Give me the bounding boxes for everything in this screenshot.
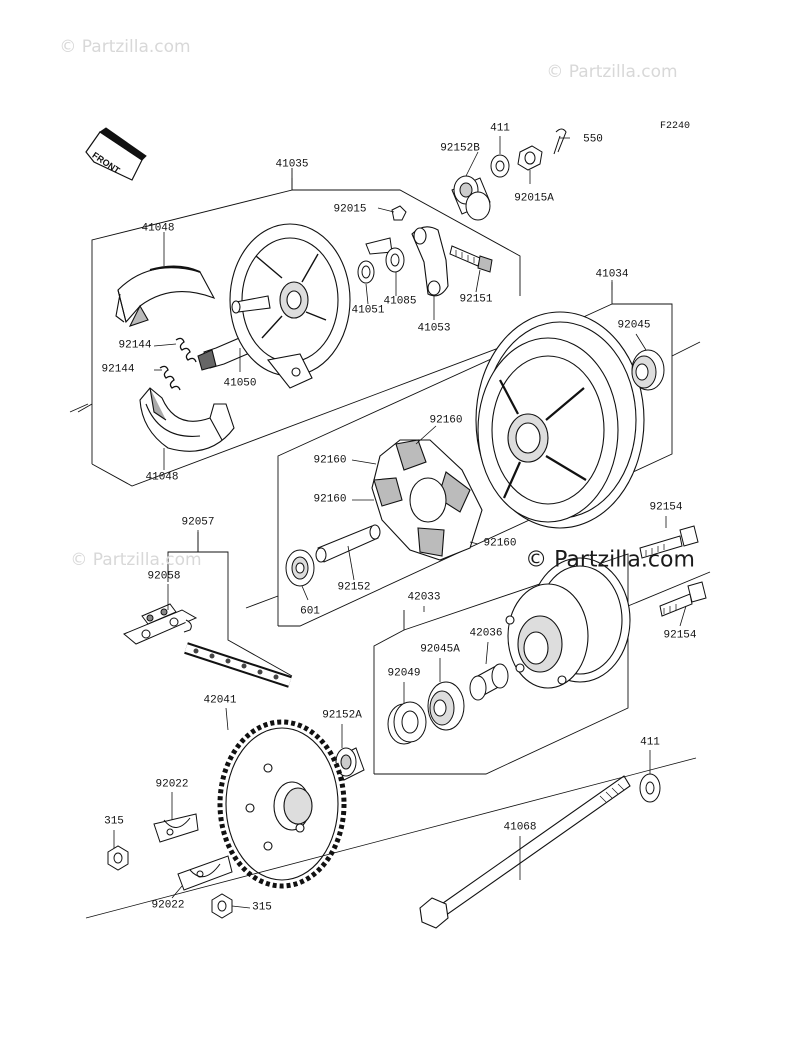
washer-411-top (490, 154, 510, 178)
group-box-41034 (245, 282, 701, 627)
part-label: 42033 (407, 591, 441, 604)
brake-panel (229, 223, 351, 389)
watermark-middle-right: © Partzilla.com (525, 547, 695, 573)
spring-lower (159, 365, 181, 391)
spring-upper (175, 337, 197, 363)
part-label: 41068 (503, 821, 537, 834)
part-label: 42036 (469, 627, 503, 640)
part-label: 92151 (459, 293, 493, 306)
sleeve-92152 (315, 524, 381, 563)
part-label: 92152B (440, 142, 480, 155)
hub-damper (371, 439, 483, 561)
lock-washer-92022-upper (153, 813, 199, 843)
collar-92152A (335, 747, 365, 781)
watermark-top-right: © Partzilla.com (546, 62, 678, 82)
bearing-92045 (631, 349, 665, 391)
brake-shoe-lower (139, 387, 235, 452)
brake-lever-41053 (411, 226, 449, 297)
drive-chain (184, 642, 292, 688)
leader-lines (69, 136, 697, 919)
part-label: 92144 (101, 363, 135, 376)
part-label: 41048 (141, 222, 175, 235)
bearing-92045A (427, 681, 465, 731)
rear-sprocket (217, 719, 347, 889)
part-label: 411 (640, 736, 660, 749)
seal-92049 (387, 701, 427, 745)
bolt-92154-lower (659, 581, 707, 617)
part-label: 41053 (417, 322, 451, 335)
part-label: 315 (104, 815, 124, 828)
part-label: 550 (583, 133, 603, 146)
part-label: 42041 (203, 694, 237, 707)
part-label: 92049 (387, 667, 421, 680)
watermark-top-left: © Partzilla.com (59, 37, 191, 57)
part-label: 92015 (333, 203, 367, 216)
indicator-41085 (365, 237, 405, 273)
bearing-601 (285, 549, 315, 587)
part-label: 41050 (223, 377, 257, 390)
collar-92152B (451, 175, 491, 221)
part-label: 92154 (649, 501, 683, 514)
nut-315-lower (211, 893, 233, 919)
part-label: 41051 (351, 304, 385, 317)
part-label: 92160 (483, 537, 517, 550)
part-label: 41085 (383, 295, 417, 308)
part-label: 92152 (337, 581, 371, 594)
rear-hub (475, 311, 645, 529)
nut-92015 (391, 205, 407, 221)
part-label: 92160 (313, 493, 347, 506)
brake-shoe-upper (115, 265, 216, 327)
part-label: 92144 (118, 339, 152, 352)
part-label: 92160 (313, 454, 347, 467)
part-label: 315 (252, 901, 272, 914)
rear-axle (419, 775, 631, 929)
part-label: 41048 (145, 471, 179, 484)
diagram-code: F2240 (660, 121, 691, 132)
watermark-middle-left: © Partzilla.com (70, 550, 202, 570)
part-label: 92154 (663, 629, 697, 642)
part-label: 92022 (155, 778, 189, 791)
chain-joint (123, 603, 198, 645)
part-label: 41035 (275, 158, 309, 171)
part-label: 411 (490, 122, 510, 135)
front-arrow-icon (85, 127, 147, 181)
bolt-92154-upper (639, 525, 699, 559)
washer-411-lower (639, 773, 661, 803)
part-label: 92045 (617, 319, 651, 332)
part-label: 601 (300, 605, 320, 618)
part-label: 92057 (181, 516, 215, 529)
part-label: 92152A (322, 709, 362, 722)
part-label: 92160 (429, 414, 463, 427)
bolt-92151 (449, 245, 493, 273)
part-label: 92022 (151, 899, 185, 912)
part-label: 92015A (514, 192, 554, 205)
collar-42036 (469, 663, 509, 701)
seal-41051 (357, 260, 375, 284)
lock-washer-92022-lower (177, 855, 233, 891)
part-label: 92045A (420, 643, 460, 656)
cotter-pin-550 (553, 128, 567, 155)
nut-315-upper (107, 845, 129, 871)
part-label: 92058 (147, 570, 181, 583)
sprocket-hub (505, 557, 631, 689)
nut-92015A (517, 145, 543, 171)
part-label: 41034 (595, 268, 629, 281)
